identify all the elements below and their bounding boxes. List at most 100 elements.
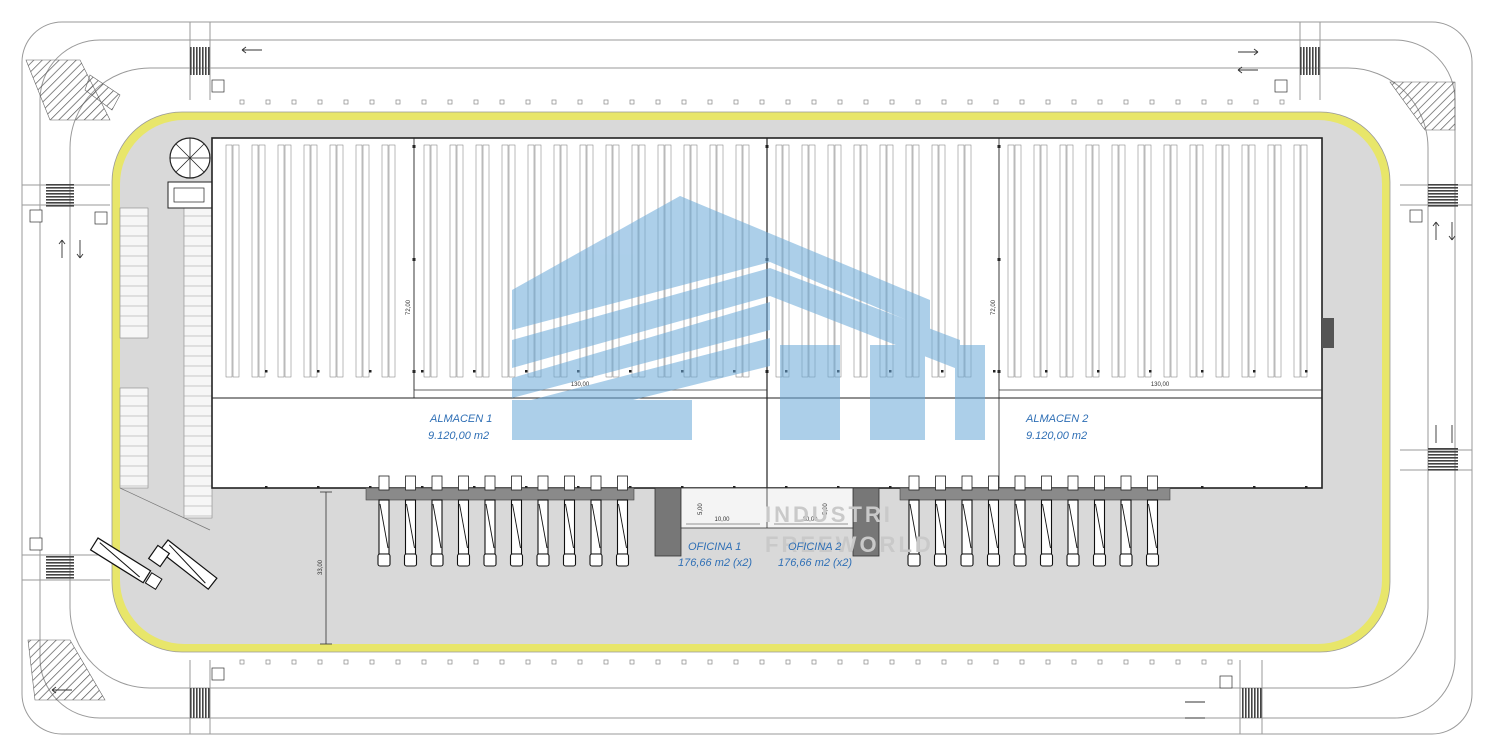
warehouse-1-name: ALMACEN 1	[429, 413, 492, 425]
crosswalk-stripe	[1242, 688, 1244, 718]
truck-cab	[1092, 553, 1107, 567]
crosswalk-stripe	[1303, 47, 1305, 75]
column	[1305, 486, 1308, 489]
column	[525, 370, 528, 373]
column	[317, 370, 320, 373]
road-marker	[577, 659, 583, 665]
crosswalk-stripe	[196, 688, 198, 718]
road-marker	[629, 659, 635, 665]
crosswalk-stripe	[190, 47, 192, 75]
road-marker	[317, 99, 323, 105]
road-marker	[681, 99, 687, 105]
dock-leveller	[537, 475, 549, 491]
column	[889, 486, 892, 489]
rack	[1189, 144, 1197, 378]
road-marker	[551, 99, 557, 105]
rack	[879, 144, 887, 378]
crosswalk-stripe	[208, 47, 210, 75]
road-marker	[1123, 99, 1129, 105]
dock-leveller	[1094, 475, 1105, 491]
truck-icon	[89, 487, 218, 591]
trailer-hatch	[909, 503, 919, 549]
dimension-lines	[320, 145, 1322, 645]
dock-leveller	[908, 475, 920, 491]
crosswalk-stripe	[46, 568, 74, 570]
road-marker	[811, 659, 817, 665]
office-1-name: OFICINA 1	[688, 541, 741, 553]
column	[369, 370, 372, 373]
road-marker	[603, 659, 609, 665]
column	[785, 486, 788, 489]
dock-leveller	[590, 475, 602, 491]
truck-cab	[1039, 553, 1054, 567]
road-marker	[473, 659, 479, 665]
crosswalk-stripe	[1428, 466, 1458, 468]
rack	[381, 144, 389, 378]
dock-leveller	[1014, 475, 1026, 491]
road-marker	[239, 99, 245, 105]
rack	[1033, 144, 1041, 378]
trailer-hatch	[1015, 503, 1025, 549]
rack	[251, 144, 259, 378]
rack	[277, 144, 285, 378]
road-marker	[1123, 659, 1129, 665]
trailer-hatch	[936, 503, 945, 549]
road-marker	[525, 99, 531, 105]
trailer-hatch	[565, 503, 574, 549]
road-marker	[993, 659, 999, 665]
trailer-hatch	[1068, 503, 1078, 549]
dimension-label: 33,00	[318, 559, 324, 575]
column	[421, 370, 424, 373]
rack	[1066, 144, 1074, 378]
road-marker	[525, 659, 531, 665]
rack	[1111, 144, 1119, 378]
crosswalk-stripe	[46, 574, 74, 576]
crosswalk-stripe	[1428, 469, 1458, 471]
road-marker	[889, 99, 895, 105]
column	[733, 486, 736, 489]
road-marker	[499, 659, 505, 665]
road-marker	[681, 659, 687, 665]
road-marker	[967, 659, 973, 665]
road-marker	[1019, 659, 1025, 665]
dock-leveller	[1120, 475, 1132, 491]
rack	[1137, 144, 1145, 378]
road-marker	[395, 659, 401, 665]
road-marker	[707, 99, 713, 105]
crosswalk-stripe	[205, 47, 207, 75]
crosswalk-stripe	[1428, 460, 1458, 462]
crosswalk-stripe	[46, 577, 74, 579]
rack	[1274, 144, 1282, 378]
trailer-hatch	[379, 503, 389, 549]
truck-cab	[1066, 553, 1080, 567]
column	[765, 370, 769, 373]
rack	[430, 144, 438, 378]
trailer-hatch	[591, 503, 601, 549]
road-marker	[837, 99, 843, 105]
dimension-label: 130,00	[1151, 382, 1170, 388]
truck-cab	[536, 553, 550, 567]
trailer-hatch	[432, 503, 442, 549]
dock-leveller	[988, 475, 999, 491]
crosswalk-stripe	[1260, 688, 1262, 718]
trailer-hatch	[618, 503, 627, 549]
rack	[1092, 144, 1100, 378]
road-marker	[629, 99, 635, 105]
dock-leveller	[617, 475, 628, 491]
dimension-label: 72,00	[406, 299, 412, 315]
warehouse-2-name: ALMACEN 2	[1025, 413, 1088, 425]
traffic-arrow-icon	[51, 46, 1456, 719]
rack	[1085, 144, 1093, 378]
road-marker	[1149, 659, 1155, 665]
crosswalk-stripe	[1257, 688, 1259, 718]
crosswalk-stripe	[1300, 47, 1302, 75]
rack	[501, 144, 509, 378]
rack	[1293, 144, 1301, 378]
road-marker	[863, 659, 869, 665]
rack	[1014, 144, 1022, 378]
warehouse-2-area: 9.120,00 m2	[1026, 430, 1087, 442]
road-marker	[421, 99, 427, 105]
crosswalk-stripe	[1428, 463, 1458, 465]
column	[837, 486, 840, 489]
crosswalk-stripe	[46, 556, 74, 558]
